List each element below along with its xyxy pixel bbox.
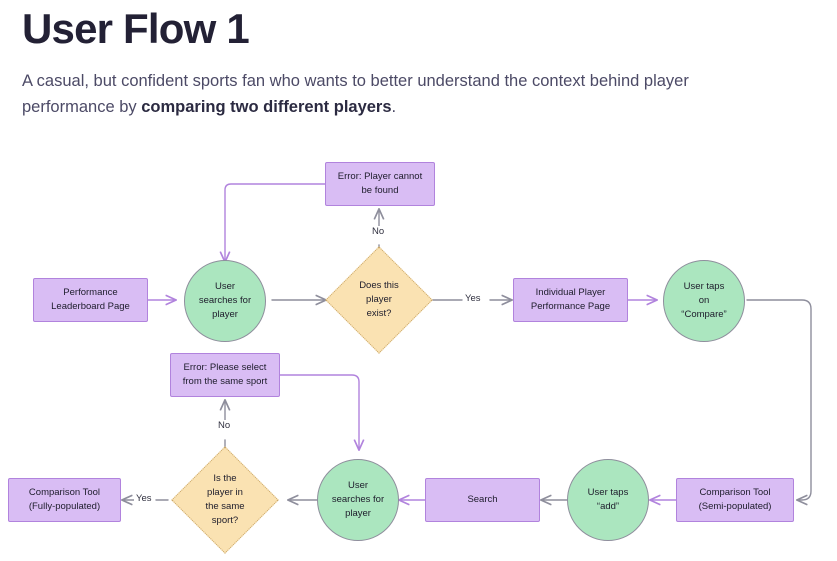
- node-error-player-not-found[interactable]: Error: Player cannot be found: [325, 162, 435, 206]
- decision-does-player-exist[interactable]: Does this player exist?: [359, 280, 399, 319]
- node-user-searches-for-player-2[interactable]: User searches for player: [317, 459, 399, 541]
- node-performance-leaderboard-page[interactable]: Performance Leaderboard Page: [33, 278, 148, 322]
- user-flow-diagram: Does this player exist? Is the player in…: [0, 150, 837, 561]
- page-subtitle: A casual, but confident sports fan who w…: [22, 68, 762, 120]
- decision-same-sport[interactable]: Is the player in the same sport?: [205, 473, 245, 526]
- edge-label-yes-player-exists: Yes: [463, 293, 483, 305]
- header: User Flow 1 A casual, but confident spor…: [22, 4, 812, 120]
- subtitle-emphasis: comparing two different players: [141, 97, 392, 116]
- node-user-searches-for-player-1[interactable]: User searches for player: [184, 260, 266, 342]
- node-user-taps-add[interactable]: User taps “add”: [567, 459, 649, 541]
- node-search[interactable]: Search: [425, 478, 540, 522]
- edge-label-no-player-exists: No: [370, 226, 387, 238]
- connector-error-back-to-search: [225, 183, 326, 262]
- subtitle-text-tail: .: [391, 97, 397, 116]
- page-title: User Flow 1: [22, 5, 250, 52]
- connector-error-sport-back-to-search: [279, 374, 359, 450]
- node-user-taps-on-compare[interactable]: User taps on “Compare”: [663, 260, 745, 342]
- node-individual-player-performance-page[interactable]: Individual Player Performance Page: [513, 278, 628, 322]
- connector-compare-to-tool-semi: [746, 299, 812, 500]
- node-comparison-tool-semi-populated[interactable]: Comparison Tool (Semi-populated): [676, 478, 794, 522]
- edge-label-no-same-sport: No: [216, 420, 233, 432]
- flow-connectors: [0, 183, 812, 561]
- subtitle-text-lead: A casual, but confident sports fan who w…: [22, 71, 689, 116]
- edge-label-yes-same-sport: Yes: [134, 493, 154, 505]
- node-comparison-tool-fully-populated[interactable]: Comparison Tool (Fully-populated): [8, 478, 121, 522]
- node-error-please-select-same-sport[interactable]: Error: Please select from the same sport: [170, 353, 280, 397]
